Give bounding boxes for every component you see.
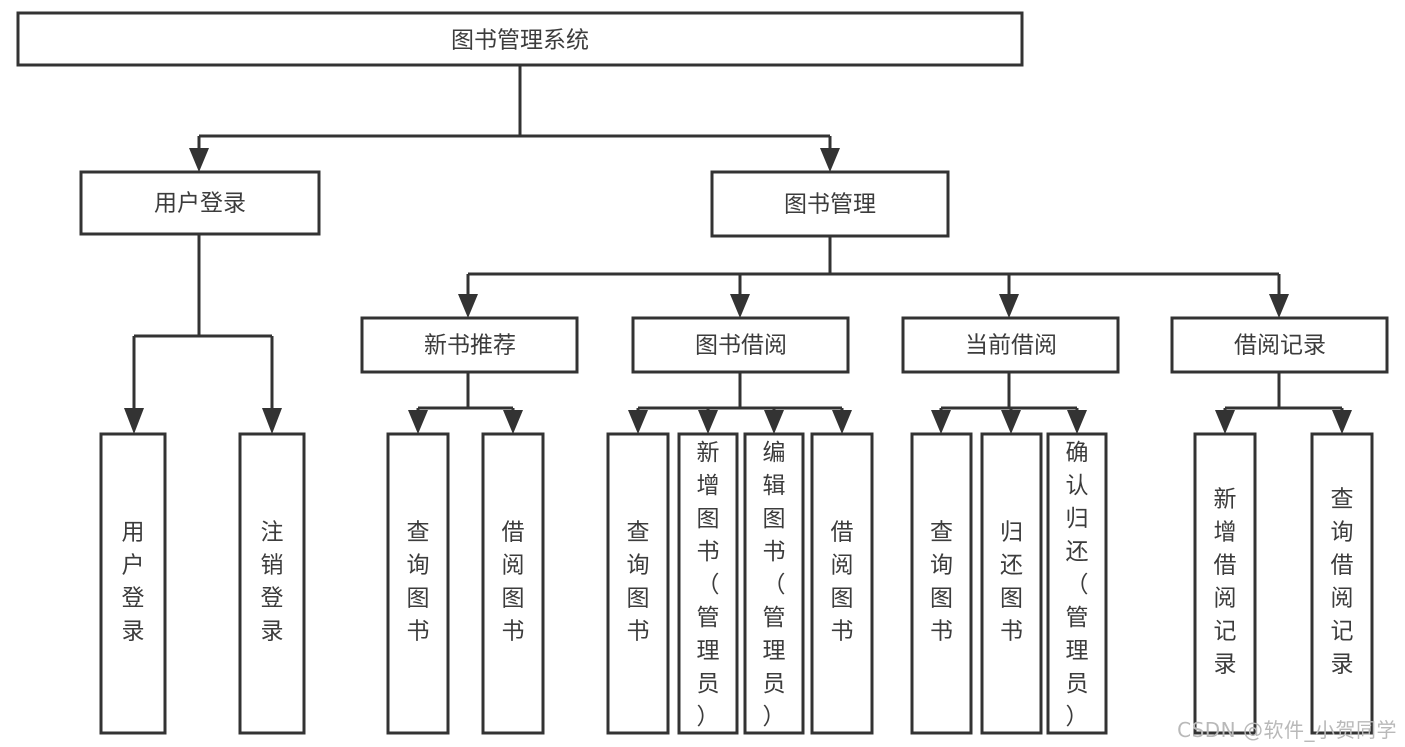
leaf-node-label: 借阅图书: [831, 520, 854, 645]
leaf-node-box[interactable]: [677, 432, 739, 735]
leaf-node-label: 查询图书: [627, 520, 650, 645]
leaf-node[interactable]: 确认归还（管理员）: [1046, 432, 1108, 735]
arrow-head-book-borrow: [730, 294, 750, 318]
leaf-node[interactable]: 注销登录: [238, 432, 306, 735]
node-new-book-recommend-label: 新书推荐: [424, 333, 516, 359]
node-current-borrow-box[interactable]: [901, 316, 1120, 374]
leaf-node-box[interactable]: [238, 432, 306, 735]
connector-group: [124, 65, 1352, 434]
leaf-node-box[interactable]: [910, 432, 973, 735]
leaf-node-label: 查询图书: [407, 520, 430, 645]
node-new-book-recommend-box[interactable]: [360, 316, 579, 374]
node-user-login-label: 用户登录: [154, 191, 246, 217]
node-root[interactable]: 图书管理系统: [16, 11, 1024, 67]
leaf-node-layer: 用户登录 注销登录 查询图书 借阅图书 查询图书 新增图书（管理员） 编辑图书（管理员） 借阅…: [99, 432, 1374, 735]
arrow-head-bb-leaf-2: [698, 410, 718, 434]
arrow-head-book-manage: [820, 148, 840, 172]
leaf-node-box[interactable]: [99, 432, 167, 735]
node-book-manage[interactable]: 图书管理: [710, 170, 950, 238]
arrow-head-bb-leaf-1: [628, 410, 648, 434]
leaf-node-label: 编辑图书（管理员）: [763, 440, 786, 730]
leaf-node-box[interactable]: [481, 432, 545, 735]
arrow-head-leaf-user-login: [124, 408, 144, 434]
leaf-node-box[interactable]: [743, 432, 805, 735]
leaf-node-box[interactable]: [1046, 432, 1108, 735]
leaf-node-label: 确认归还（管理员）: [1066, 440, 1089, 730]
leaf-node-label: 新增借阅记录: [1214, 487, 1237, 678]
arrow-head-borrow-record: [1269, 294, 1289, 318]
node-borrow-record-box[interactable]: [1170, 316, 1389, 374]
arrow-head-bb-leaf-4: [832, 410, 852, 434]
node-new-book-recommend[interactable]: 新书推荐: [360, 316, 579, 374]
leaf-node-box[interactable]: [1310, 432, 1374, 735]
leaf-node-label: 新增图书（管理员）: [697, 440, 720, 730]
node-root-label: 图书管理系统: [451, 28, 589, 54]
arrow-head-nbr-leaf-1: [408, 410, 428, 434]
arrow-head-cb-leaf-1: [931, 410, 951, 434]
leaf-node[interactable]: 查询图书: [386, 432, 450, 735]
arrow-head-br-leaf-2: [1332, 410, 1352, 434]
leaf-node[interactable]: 新增图书（管理员）: [677, 432, 739, 735]
arrow-head-user-login: [189, 148, 209, 172]
arrow-head-new-book-rec: [458, 294, 478, 318]
leaf-node[interactable]: 用户登录: [99, 432, 167, 735]
node-book-borrow[interactable]: 图书借阅: [631, 316, 850, 374]
leaf-node[interactable]: 新增借阅记录: [1193, 432, 1257, 735]
leaf-node[interactable]: 查询图书: [910, 432, 973, 735]
leaf-node-label: 归还图书: [1000, 520, 1023, 645]
arrow-head-cb-leaf-2: [1001, 410, 1021, 434]
leaf-node[interactable]: 借阅图书: [810, 432, 874, 735]
node-book-manage-box[interactable]: [710, 170, 950, 238]
node-root-box[interactable]: [16, 11, 1024, 67]
leaf-node[interactable]: 查询借阅记录: [1310, 432, 1374, 735]
node-user-login-box[interactable]: [79, 170, 321, 236]
arrow-head-leaf-logout: [262, 408, 282, 434]
leaf-node-label: 查询图书: [930, 520, 953, 645]
leaf-node-label: 查询借阅记录: [1331, 487, 1354, 678]
leaf-node-label: 借阅图书: [502, 520, 525, 645]
node-user-login[interactable]: 用户登录: [79, 170, 321, 236]
leaf-node-label: 用户登录: [122, 520, 145, 645]
node-book-manage-label: 图书管理: [784, 192, 876, 218]
leaf-node-box[interactable]: [810, 432, 874, 735]
arrow-head-nbr-leaf-2: [503, 410, 523, 434]
arrow-head-br-leaf-1: [1215, 410, 1235, 434]
node-borrow-record-label: 借阅记录: [1234, 333, 1326, 359]
arrow-head-current-borrow: [999, 294, 1019, 318]
leaf-node-box[interactable]: [1193, 432, 1257, 735]
leaf-node-box[interactable]: [606, 432, 670, 735]
arrow-head-bb-leaf-3: [764, 410, 784, 434]
node-borrow-record[interactable]: 借阅记录: [1170, 316, 1389, 374]
node-current-borrow[interactable]: 当前借阅: [901, 316, 1120, 374]
node-book-borrow-box[interactable]: [631, 316, 850, 374]
leaf-node[interactable]: 借阅图书: [481, 432, 545, 735]
leaf-node-box[interactable]: [980, 432, 1043, 735]
arrow-head-cb-leaf-3: [1067, 410, 1087, 434]
node-current-borrow-label: 当前借阅: [965, 333, 1057, 359]
leaf-node-label: 注销登录: [261, 520, 284, 645]
leaf-node[interactable]: 归还图书: [980, 432, 1043, 735]
leaf-node[interactable]: 查询图书: [606, 432, 670, 735]
node-book-borrow-label: 图书借阅: [695, 333, 787, 359]
leaf-node-box[interactable]: [386, 432, 450, 735]
leaf-node[interactable]: 编辑图书（管理员）: [743, 432, 805, 735]
